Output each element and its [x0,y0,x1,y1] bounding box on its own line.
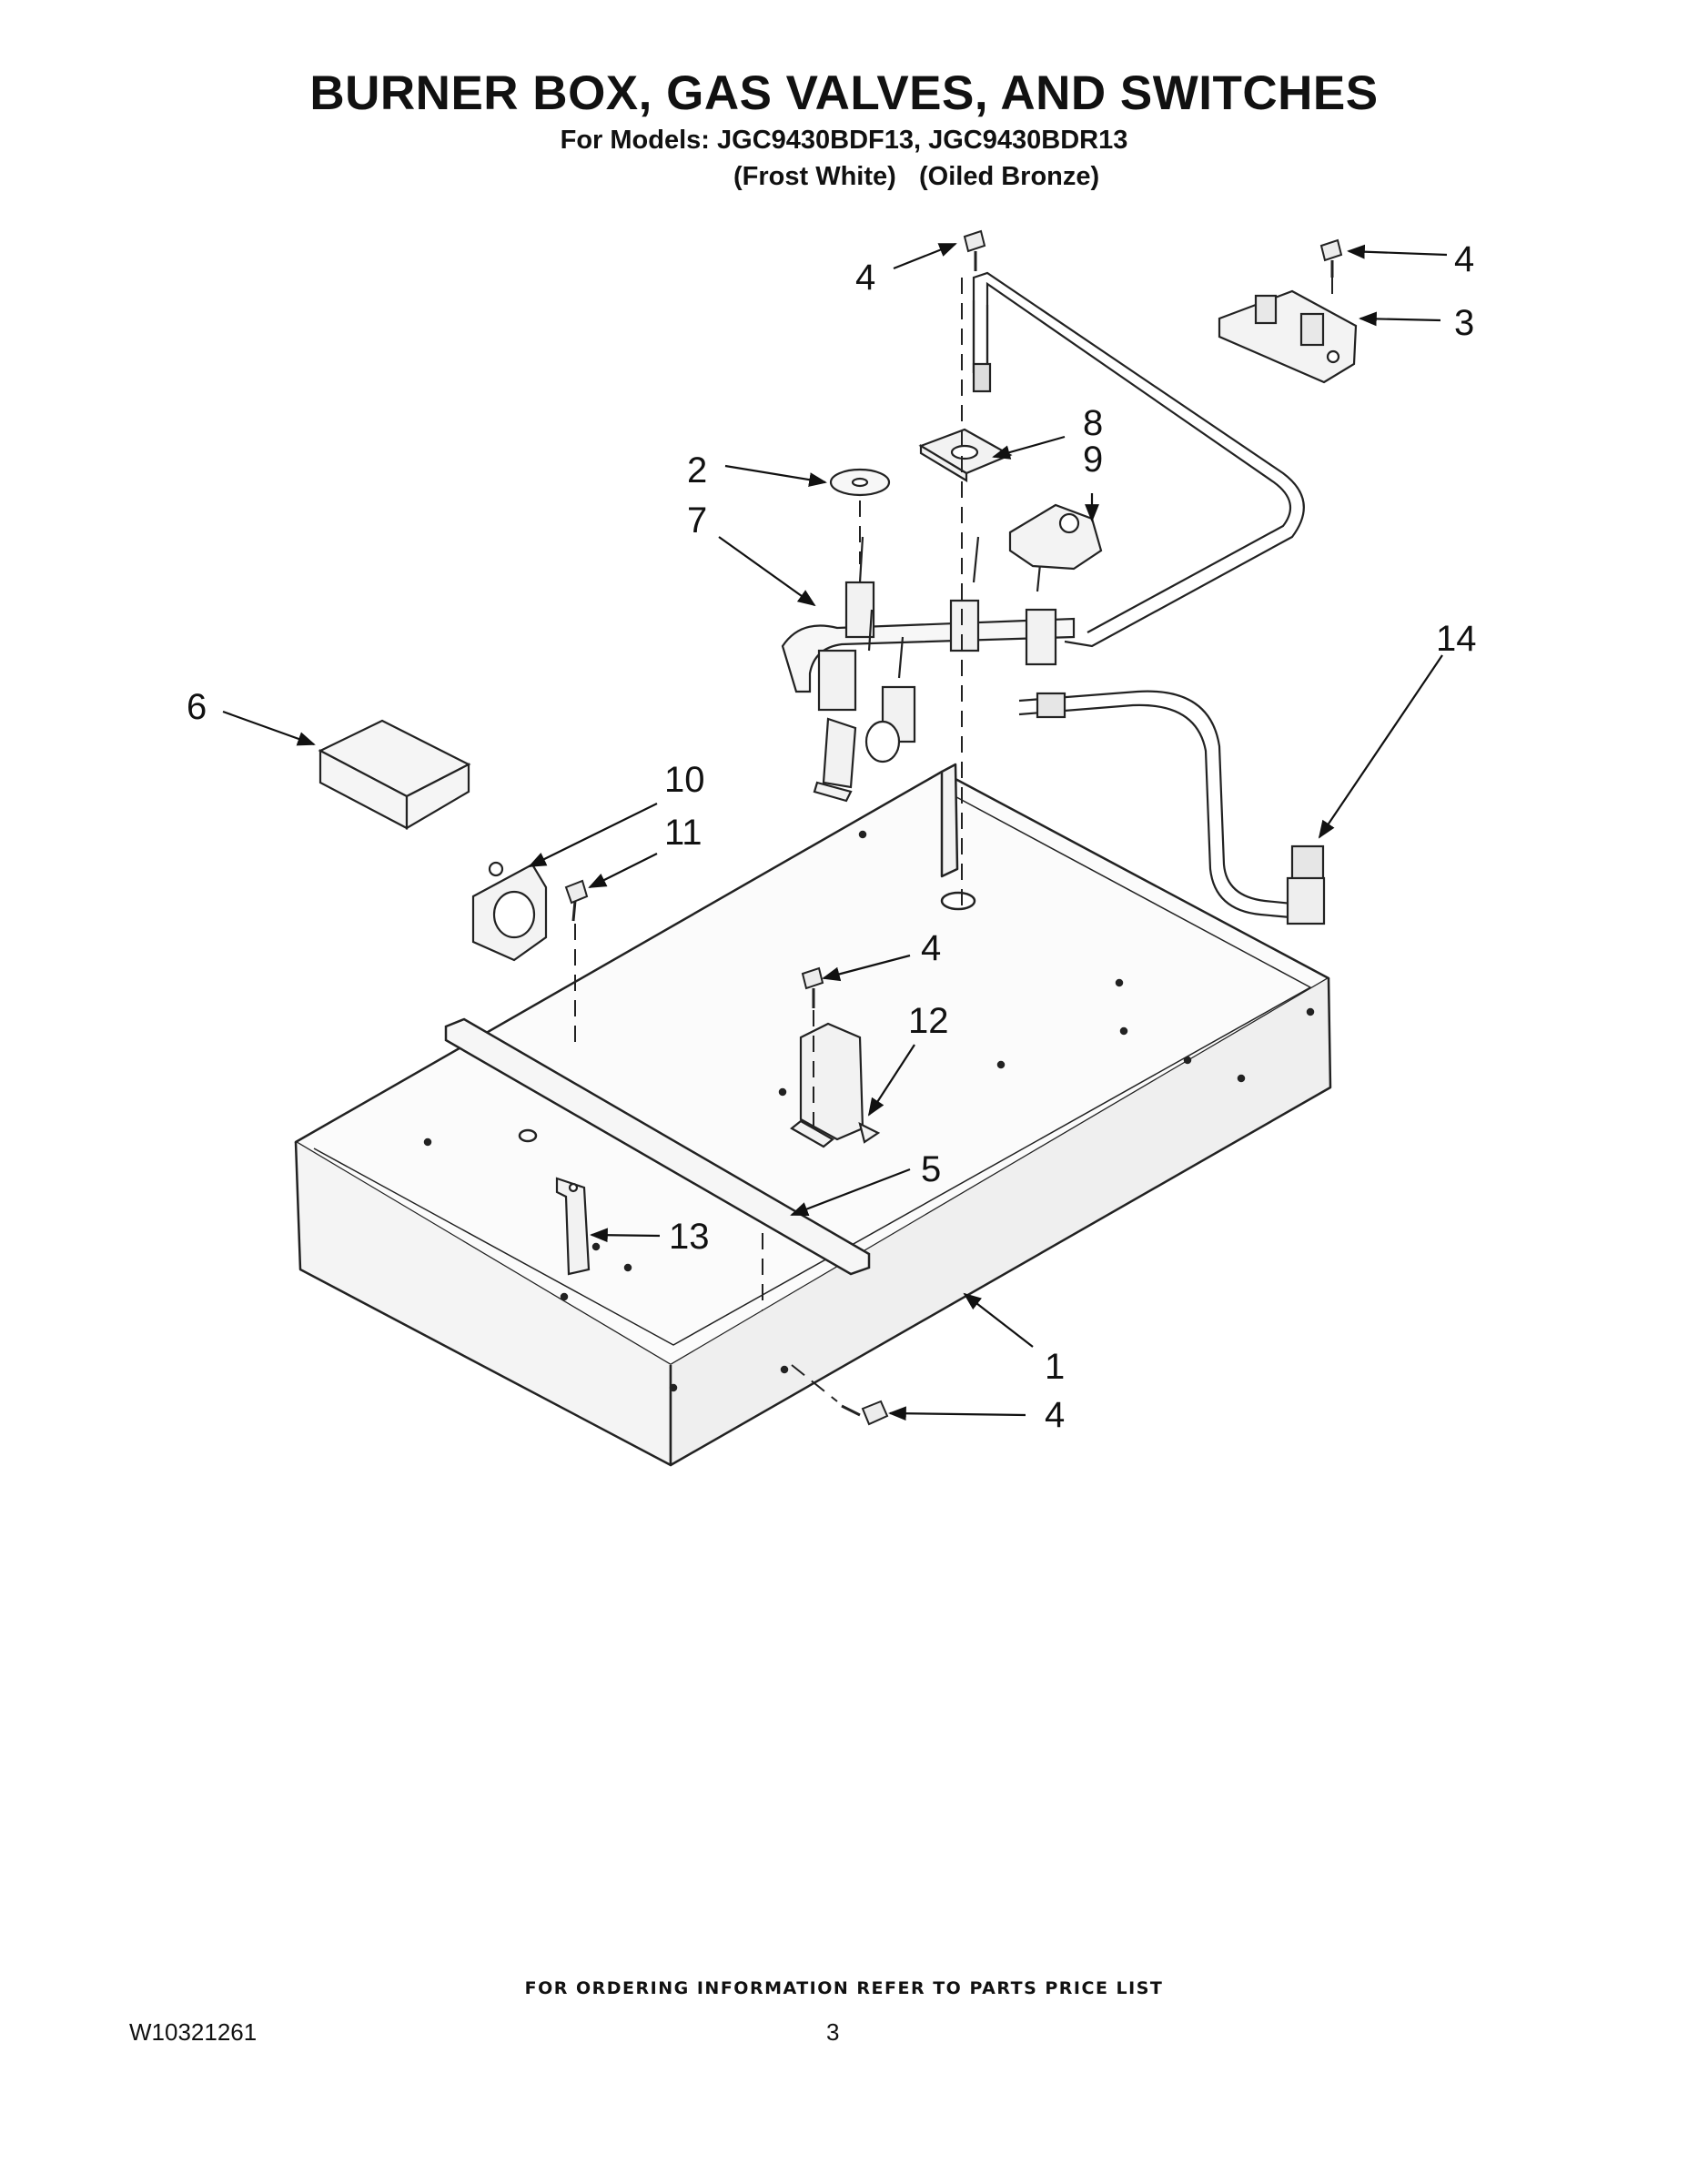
finish-oiled-bronze: (Oiled Bronze) [919,162,1100,191]
switch-10 [471,861,548,962]
callout-10: 10 [664,760,705,800]
spark-module-3 [1218,289,1358,384]
document-number: W10321261 [129,2018,258,2046]
screw-11 [564,879,589,922]
cover-6 [318,719,471,830]
callout-3: 3 [1454,303,1474,343]
page-number: 3 [826,2018,840,2046]
screws-4 [801,229,1343,1426]
switch-9 [1008,503,1103,571]
bracket-13 [555,1177,591,1276]
page-title: BURNER BOX, GAS VALVES, AND SWITCHES [309,66,1379,120]
leader-arrows [222,242,1448,1421]
assembly-lines [574,278,1333,1402]
callout-8: 8 [1083,403,1103,443]
gas-valve-assembly [781,536,1076,803]
cross-bar [444,1017,871,1276]
callout-14: 14 [1436,619,1477,659]
callout-2: 2 [687,450,707,490]
callout-5: 5 [921,1149,941,1189]
callout-4-bottom: 4 [1045,1395,1065,1435]
washer-2 [829,468,891,497]
callout-9: 9 [1083,440,1103,480]
callout-13: 13 [669,1217,710,1257]
callout-7: 7 [687,500,707,541]
callout-1: 1 [1045,1347,1065,1387]
models-line: For Models: JGC9430BDF13, JGC9430BDR13 [560,126,1128,155]
callout-4-middle: 4 [921,928,941,968]
callout-4-top: 4 [855,258,875,298]
supply-tube-14 [1018,690,1326,925]
finish-frost-white: (Frost White) [733,162,896,191]
callout-4-right: 4 [1454,239,1474,279]
callout-12: 12 [908,1001,949,1041]
ordering-note: FOR ORDERING INFORMATION REFER TO PARTS … [524,1978,1164,1998]
manifold-tube [972,271,1305,648]
bracket-12 [790,1022,881,1148]
callout-6: 6 [187,687,207,727]
callout-11: 11 [664,813,702,853]
callout-numbers: 4 4 3 8 9 2 7 14 6 10 11 4 12 5 13 1 4 [187,239,1477,1435]
